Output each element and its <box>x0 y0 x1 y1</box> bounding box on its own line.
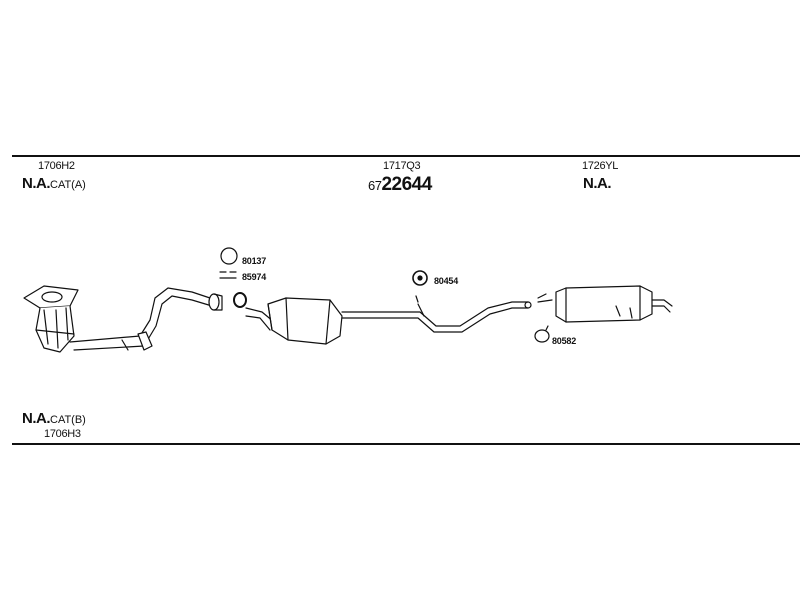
clamp-80582-icon <box>534 325 550 343</box>
part-label-85974: 85974 <box>242 272 267 282</box>
front-code-prefix: N.A. <box>22 175 51 192</box>
middle-ref: 1717Q3 <box>383 160 421 172</box>
rear-code: N.A. <box>583 175 612 192</box>
alt-front-code: N.A.CAT(B) <box>22 410 86 427</box>
middle-code-prefix: 67 <box>368 178 382 193</box>
ring-80137-icon <box>220 247 238 265</box>
catalytic-converter <box>23 285 79 353</box>
top-divider <box>12 155 800 157</box>
center-pipe <box>341 301 532 333</box>
middle-code: 6722644 <box>368 174 432 196</box>
front-pipe <box>69 287 223 351</box>
front-ref: 1706H2 <box>38 160 75 172</box>
alt-front-ref: 1706H3 <box>44 428 81 440</box>
front-code: N.A.CAT(A) <box>22 175 86 192</box>
front-silencer <box>245 297 343 345</box>
bottom-divider <box>12 443 800 445</box>
gasket-85974-icon <box>219 271 237 279</box>
part-label-80582: 80582 <box>552 336 577 346</box>
front-code-suffix: CAT(A) <box>50 179 86 191</box>
alt-front-code-prefix: N.A. <box>22 410 51 427</box>
rear-ref: 1726YL <box>582 160 619 172</box>
hanger-80454-icon <box>412 270 428 303</box>
rear-silencer <box>537 285 673 323</box>
flange-gasket-icon <box>233 292 247 308</box>
middle-code-main: 22644 <box>381 174 432 195</box>
part-label-80137: 80137 <box>242 256 267 266</box>
part-label-80454: 80454 <box>434 276 459 286</box>
alt-front-code-suffix: CAT(B) <box>50 414 86 426</box>
